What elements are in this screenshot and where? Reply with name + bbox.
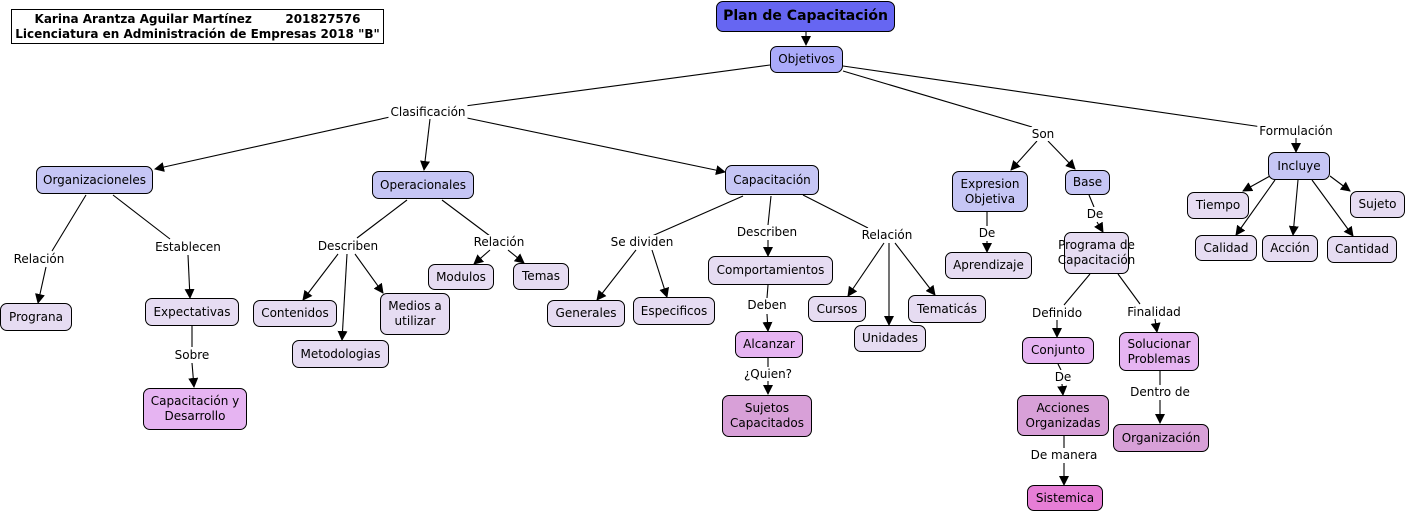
node-unidades[interactable]: Unidades [854,325,926,352]
link-son: Son [1029,127,1057,141]
node-solucionar-problemas[interactable]: Solucionar Problemas [1119,332,1199,371]
link-quien: ¿Quien? [741,367,795,381]
link-de-expresion: De [976,226,998,240]
author-name-id: Karina Arantza Aguilar Martínez 20182757… [34,12,361,26]
node-expectativas[interactable]: Expectativas [145,298,239,326]
node-capacitacion[interactable]: Capacitación [725,165,819,195]
node-aprendizaje[interactable]: Aprendizaje [945,252,1032,279]
node-sujetos-capacitados[interactable]: Sujetos Capacitados [722,395,812,437]
node-generales[interactable]: Generales [547,300,625,327]
node-programa-de-capacitacion[interactable]: Programa de Capacitación [1058,232,1135,274]
node-sujeto[interactable]: Sujeto [1350,191,1405,218]
node-alcanzar[interactable]: Alcanzar [735,331,803,358]
link-de-manera: De manera [1028,448,1100,462]
link-finalidad: Finalidad [1125,305,1183,319]
link-sobre: Sobre [172,348,212,362]
node-tematicas[interactable]: Tematicás [908,295,986,323]
node-contenidos[interactable]: Contenidos [253,300,337,327]
link-formulacion: Formulación [1257,124,1335,138]
node-tiempo[interactable]: Tiempo [1187,192,1249,219]
node-organizacioneles[interactable]: Organizacioneles [36,166,153,194]
link-relacion-cap: Relación [859,228,915,242]
node-incluye[interactable]: Incluye [1268,152,1330,180]
node-acciones-organizadas[interactable]: Acciones Organizadas [1017,395,1109,436]
link-dentro-de: Dentro de [1128,385,1192,399]
node-medios-a-utilizar[interactable]: Medios a utilizar [380,293,450,335]
node-plan-de-capacitacion[interactable]: Plan de Capacitación [716,1,895,32]
author-info-box: Karina Arantza Aguilar Martínez 20182757… [11,9,384,44]
node-organizacion[interactable]: Organización [1113,424,1209,452]
node-conjunto[interactable]: Conjunto [1022,337,1094,364]
node-modulos[interactable]: Modulos [428,264,494,290]
node-accion[interactable]: Acción [1262,235,1318,262]
link-describen-cap: Describen [734,225,800,239]
link-deben: Deben [745,298,789,312]
degree-program: Licenciatura en Administración de Empres… [15,27,380,41]
node-cursos[interactable]: Cursos [808,296,866,322]
node-expresion-objetiva[interactable]: Expresion Objetiva [952,171,1028,212]
node-capacitacion-y-desarrollo[interactable]: Capacitación y Desarrollo [143,388,247,430]
link-de-conjunto: De [1052,370,1074,384]
link-establecen: Establecen [153,240,223,254]
link-definido: Definido [1029,306,1085,320]
link-describen-op: Describen [315,239,381,253]
link-clasificacion: Clasificación [388,105,468,119]
node-prograna[interactable]: Prograna [0,303,72,331]
link-de-base: De [1084,207,1106,221]
node-calidad[interactable]: Calidad [1195,235,1257,261]
node-operacionales[interactable]: Operacionales [372,171,474,199]
link-relacion-org: Relación [11,252,67,266]
node-base[interactable]: Base [1065,170,1110,195]
link-se-dividen: Se dividen [608,235,676,249]
node-cantidad[interactable]: Cantidad [1327,236,1397,263]
node-especificos[interactable]: Especificos [633,297,715,325]
node-temas[interactable]: Temas [513,263,569,290]
node-objetivos[interactable]: Objetivos [770,46,843,73]
node-metodologias[interactable]: Metodologias [292,340,389,368]
node-comportamientos[interactable]: Comportamientos [708,256,833,285]
node-sistemica[interactable]: Sistemica [1027,485,1103,511]
link-relacion-op: Relación [471,235,527,249]
